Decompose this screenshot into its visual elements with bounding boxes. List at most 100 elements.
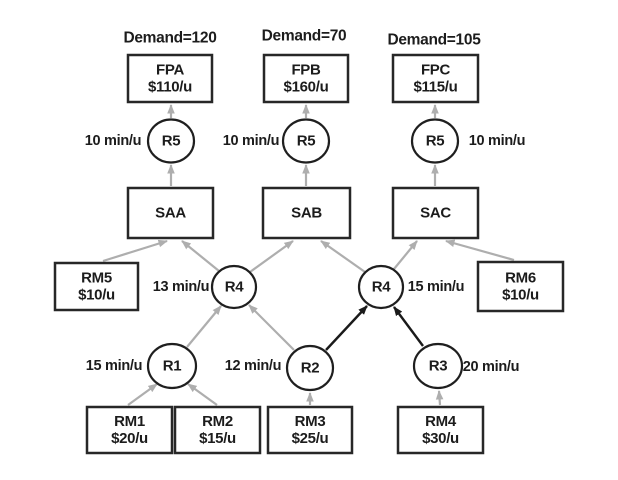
node-fpc-shape	[391, 53, 480, 104]
rate-r3-label-text-0: 20 min/u	[463, 359, 519, 375]
rate-r5-a-label-text-0: 10 min/u	[85, 133, 141, 149]
node-rm6-text-1: $10/u	[502, 287, 539, 304]
node-fpb-text-1: $160/u	[284, 79, 329, 96]
node-rm1-shape	[85, 405, 174, 455]
rate-r2-label-text-0: 12 min/u	[225, 358, 281, 374]
node-fpc-text-0: FPC	[421, 62, 451, 79]
edge-r2-r4l	[248, 304, 295, 351]
edge-r1-r4l	[186, 305, 222, 348]
node-rm2-shape	[173, 405, 262, 455]
node-r5-c-text-0: R5	[426, 133, 445, 150]
node-r3-text-0: R3	[429, 358, 448, 375]
node-fpb: FPB$160/u	[262, 53, 350, 104]
node-fpa: FPA$110/u	[126, 53, 214, 104]
node-rm5-text-1: $10/u	[78, 287, 115, 304]
node-r1-shape	[146, 342, 198, 390]
demand-fpb-label: Demand=70	[262, 28, 347, 45]
node-rm6-shape	[476, 260, 565, 313]
edge-rm6-sac	[445, 239, 515, 262]
rate-r1-label: 15 min/u	[86, 358, 143, 374]
node-sac-shape	[391, 186, 480, 240]
demand-fpa-label: Demand=120	[123, 30, 216, 47]
node-r5-c-shape	[410, 118, 460, 164]
node-rm4-shape	[396, 405, 485, 455]
node-r2: R2	[285, 344, 335, 392]
node-sac-text-0: SAC	[420, 205, 451, 222]
node-rm2-text-1: $15/u	[199, 430, 236, 447]
node-rm1-text-1: $20/u	[111, 430, 148, 447]
node-r5-b-shape	[281, 118, 331, 164]
edge-r3-r4r	[393, 306, 424, 347]
edge-r2-r4r	[325, 305, 368, 351]
demand-fpc-label-text-0: Demand=105	[387, 32, 481, 49]
node-fpa-text-1: $110/u	[148, 79, 192, 96]
node-rm4-text-0: RM4	[425, 413, 457, 430]
node-r5-b-text-0: R5	[297, 133, 316, 150]
node-rm3-shape	[266, 405, 354, 455]
node-saa-shape	[126, 186, 215, 240]
node-rm2-text-0: RM2	[202, 413, 233, 430]
node-r4-left: R4	[210, 264, 258, 310]
edge-rm5-saa	[102, 239, 168, 263]
node-rm5-shape	[53, 261, 140, 312]
node-rm3: RM3$25/u	[266, 405, 354, 455]
node-rm1-text-0: RM1	[114, 413, 145, 430]
node-rm5: RM5$10/u	[53, 261, 140, 312]
edge-r4r-sab	[320, 240, 366, 273]
node-fpb-text-0: FPB	[291, 62, 321, 79]
node-r5-a-text-0: R5	[162, 133, 181, 150]
rate-r1-label-text-0: 15 min/u	[86, 358, 142, 374]
node-rm1: RM1$20/u	[85, 405, 174, 455]
rate-r4-right-label: 15 min/u	[408, 279, 465, 295]
node-rm2: RM2$15/u	[173, 405, 262, 455]
node-r2-text-0: R2	[301, 360, 320, 377]
node-rm3-text-0: RM3	[295, 413, 326, 430]
node-fpb-shape	[262, 53, 350, 104]
node-fpc-text-1: $115/u	[413, 79, 457, 96]
edge-rm2-r1	[187, 383, 218, 406]
rate-r5-b-label-text-0: 10 min/u	[223, 133, 279, 149]
rate-r5-c-label-text-0: 10 min/u	[469, 133, 525, 149]
node-saa: SAA	[126, 186, 215, 240]
node-r4-right: R4	[357, 264, 405, 310]
rate-r4-left-label: 13 min/u	[153, 279, 210, 295]
node-sab-shape	[261, 186, 352, 240]
node-sab-text-0: SAB	[291, 205, 322, 222]
node-rm6-text-0: RM6	[505, 270, 536, 287]
rate-r4-right-label-text-0: 15 min/u	[408, 279, 464, 295]
node-r4-left-text-0: R4	[225, 279, 245, 296]
node-r5-b: R5	[281, 118, 331, 164]
node-r4-right-text-0: R4	[372, 279, 392, 296]
rate-r5-a-label: 10 min/u	[85, 133, 142, 149]
node-rm4-text-1: $30/u	[422, 430, 459, 447]
node-sac: SAC	[391, 186, 480, 240]
node-r2-shape	[285, 344, 335, 392]
edge-r4r-sac	[393, 240, 418, 270]
node-sab: SAB	[261, 186, 352, 240]
rate-r3-label: 20 min/u	[463, 359, 520, 375]
node-rm4: RM4$30/u	[396, 405, 485, 455]
node-fpa-text-0: FPA	[156, 62, 184, 79]
demand-fpb-label-text-0: Demand=70	[262, 28, 347, 45]
rate-r4-left-label-text-0: 13 min/u	[153, 279, 209, 295]
demand-fpc-label: Demand=105	[387, 32, 481, 49]
node-fpc: FPC$115/u	[391, 53, 480, 104]
node-r3: R3	[412, 342, 464, 390]
node-r1-text-0: R1	[163, 358, 182, 375]
node-r5-a: R5	[146, 118, 196, 164]
node-r4-left-shape	[210, 264, 258, 310]
edge-r4l-saa	[181, 240, 220, 272]
node-rm6: RM6$10/u	[476, 260, 565, 313]
node-r5-a-shape	[146, 118, 196, 164]
rate-r5-c-label: 10 min/u	[469, 133, 526, 149]
node-r5-c: R5	[410, 118, 460, 164]
node-r3-shape	[412, 342, 464, 390]
edge-rm4-r3	[435, 390, 444, 406]
node-fpa-shape	[126, 53, 214, 104]
edge-r4l-sab	[249, 240, 294, 273]
node-r1: R1	[146, 342, 198, 390]
edge-rm1-r1	[127, 383, 158, 406]
node-saa-text-0: SAA	[155, 205, 186, 222]
node-rm3-text-1: $25/u	[292, 430, 329, 447]
